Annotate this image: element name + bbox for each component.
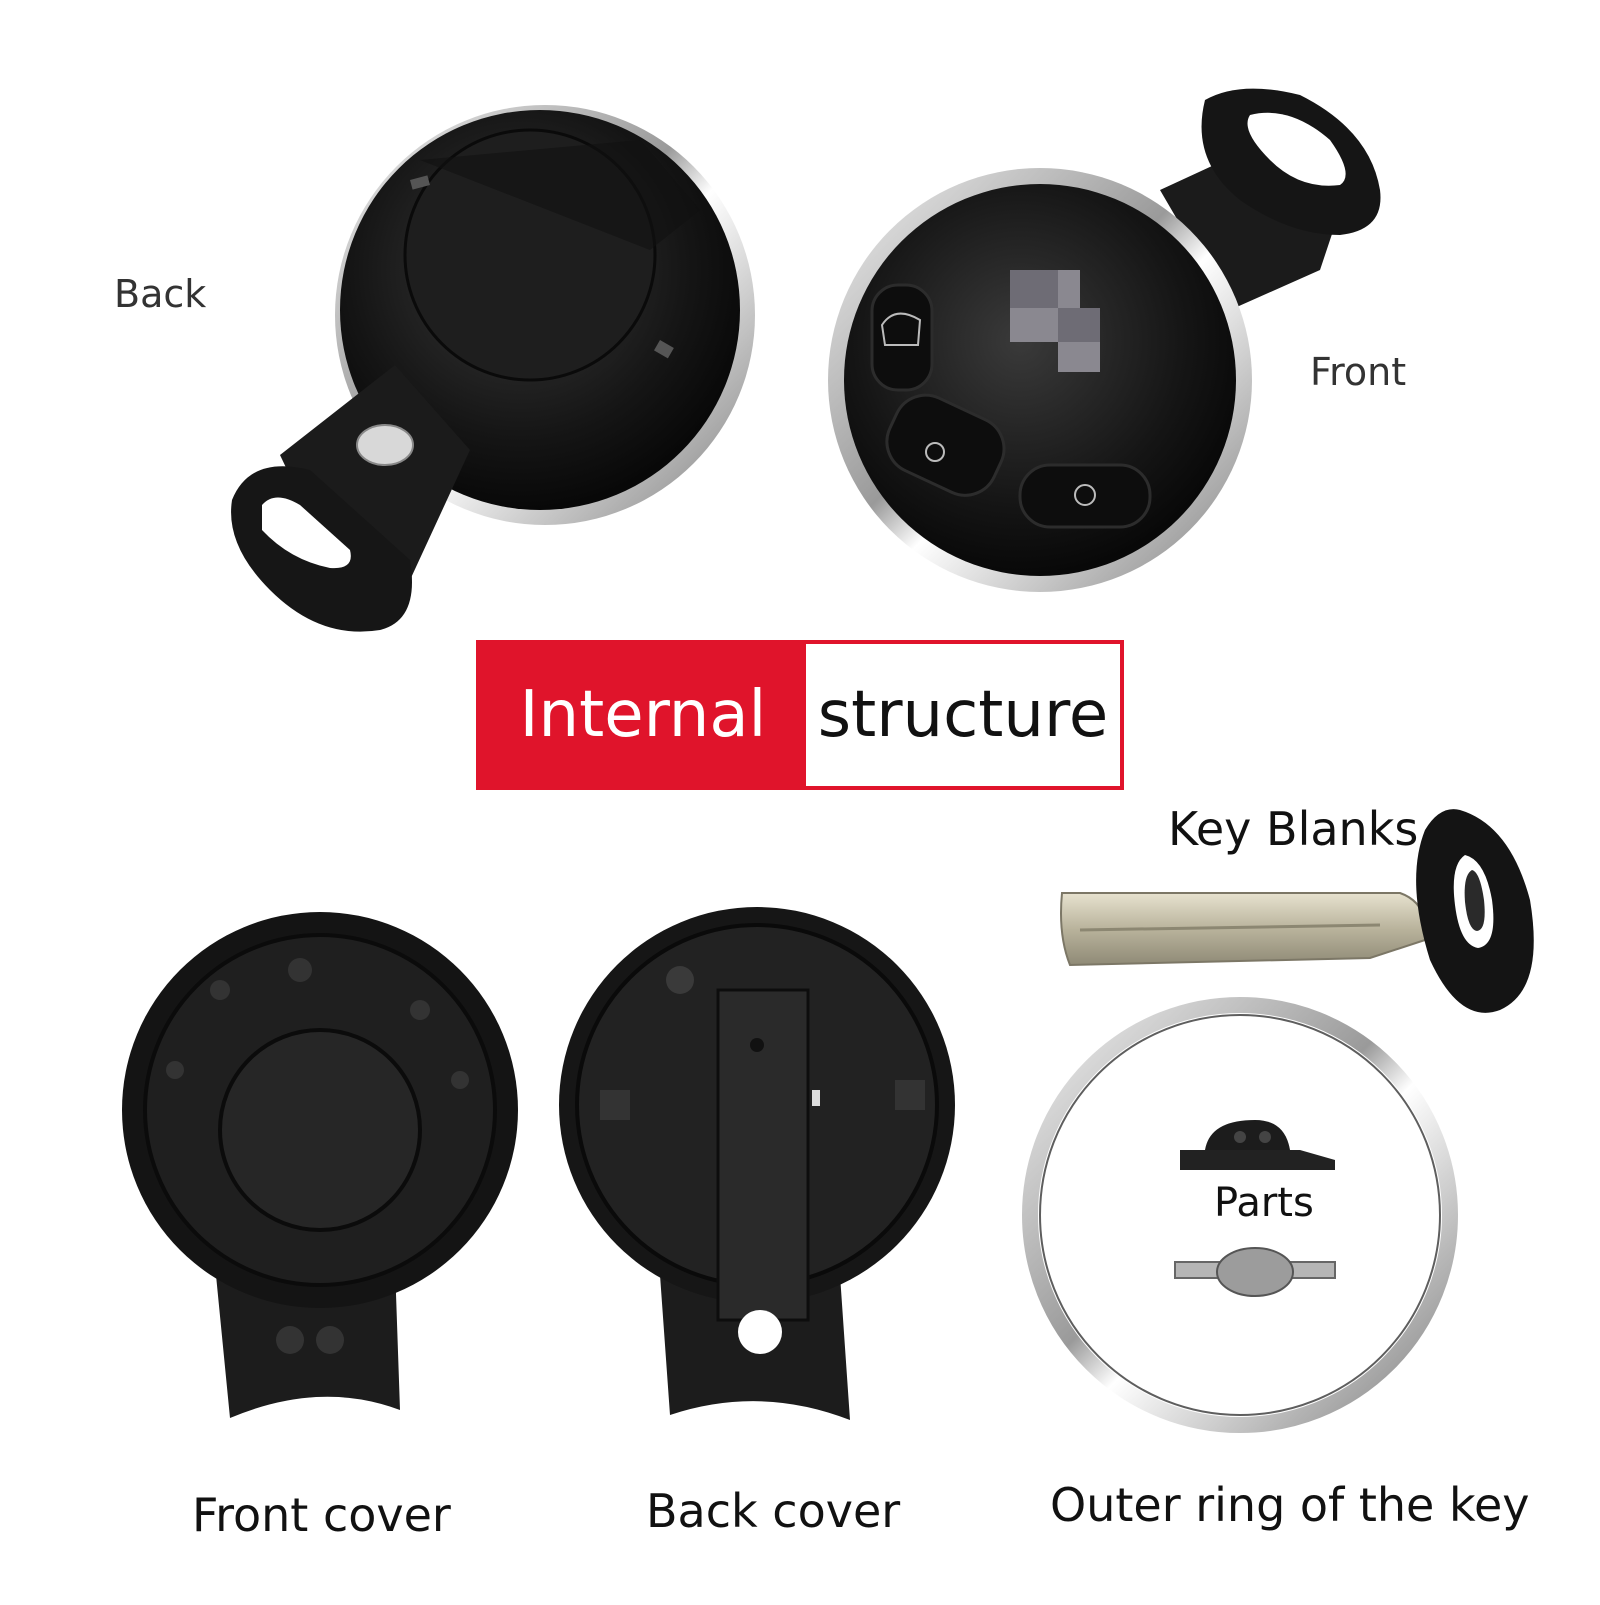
key-back-image	[231, 105, 755, 632]
label-key-blanks: Key Blanks	[1168, 802, 1419, 856]
key-front-image	[828, 88, 1381, 592]
front-cover-image	[122, 912, 518, 1418]
internal-structure-banner: Internal structure	[476, 640, 1124, 790]
label-back: Back	[114, 272, 207, 316]
banner-left-text: Internal	[480, 644, 806, 786]
back-cover-image	[559, 907, 955, 1420]
label-front: Front	[1310, 350, 1407, 394]
outer-ring-image	[1022, 997, 1458, 1433]
label-parts: Parts	[1214, 1180, 1314, 1226]
banner-right-text: structure	[817, 678, 1109, 752]
label-outer-ring: Outer ring of the key	[1050, 1478, 1530, 1532]
key-blank-image	[1060, 809, 1534, 1013]
label-front-cover: Front cover	[192, 1488, 451, 1542]
label-back-cover: Back cover	[646, 1484, 901, 1538]
